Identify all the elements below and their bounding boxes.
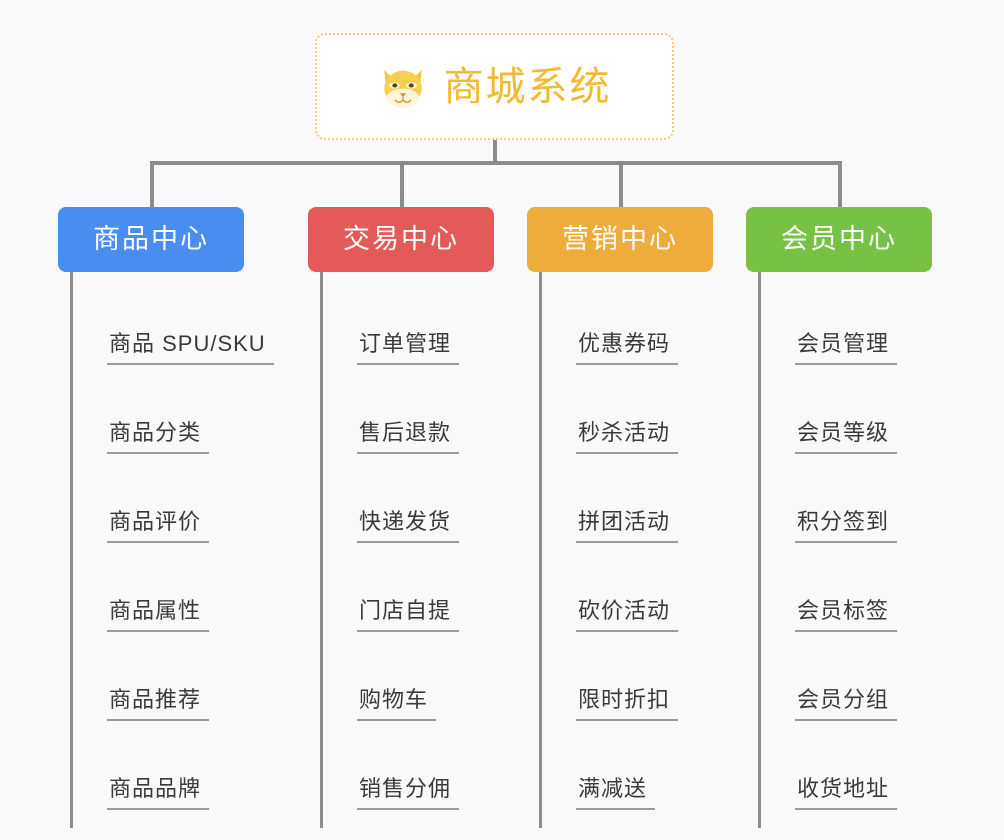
list-item[interactable]: 商品品牌 [73,721,278,810]
connector-drop-trade-center [400,161,404,207]
sub-item-label: 收货地址 [795,775,898,810]
sub-item-label: 商品推荐 [107,686,210,721]
sub-item-label: 售后退款 [357,419,460,454]
list-item[interactable]: 满减送 [542,721,747,810]
list-item[interactable]: 门店自提 [323,543,528,632]
column-marketing-center: 营销中心 优惠券码 秒杀活动 拼团活动 砍价活动 限时折扣 满减送 [527,207,747,828]
category-box-trade-center[interactable]: 交易中心 [308,207,494,272]
list-item[interactable]: 商品分类 [73,365,278,454]
category-box-member-center[interactable]: 会员中心 [746,207,932,272]
list-item[interactable]: 收货地址 [761,721,966,810]
sub-item-label: 商品 SPU/SKU [107,330,274,365]
list-item[interactable]: 会员标签 [761,543,966,632]
column-trade-center: 交易中心 订单管理 售后退款 快递发货 门店自提 购物车 销售分佣 [308,207,528,828]
list-item[interactable]: 会员管理 [761,276,966,365]
connector-drop-marketing-center [619,161,623,207]
list-item[interactable]: 商品 SPU/SKU [73,276,278,365]
list-item[interactable]: 商品属性 [73,543,278,632]
root-node[interactable]: 商城系统 [315,33,674,140]
sub-item-list-trade-center: 订单管理 售后退款 快递发货 门店自提 购物车 销售分佣 [320,272,528,828]
list-item[interactable]: 购物车 [323,632,528,721]
shiba-dog-face-icon [383,69,422,108]
sub-item-label: 秒杀活动 [576,419,679,454]
sub-item-label: 限时折扣 [576,686,679,721]
category-label-marketing-center: 营销中心 [562,224,678,254]
category-label-member-center: 会员中心 [781,224,897,254]
list-item[interactable]: 会员等级 [761,365,966,454]
sub-item-label: 会员等级 [795,419,898,454]
list-item[interactable]: 销售分佣 [323,721,528,810]
list-item[interactable]: 限时折扣 [542,632,747,721]
sub-item-label: 满减送 [576,775,656,810]
sub-item-label: 优惠券码 [576,330,679,365]
list-item[interactable]: 优惠券码 [542,276,747,365]
list-item[interactable]: 商品推荐 [73,632,278,721]
sub-item-label: 拼团活动 [576,508,679,543]
connector-drop-member-center [838,161,842,207]
list-item[interactable]: 订单管理 [323,276,528,365]
sub-item-label: 销售分佣 [357,775,460,810]
list-item[interactable]: 商品评价 [73,454,278,543]
sub-item-label: 快递发货 [357,508,460,543]
sub-item-label: 积分签到 [795,508,898,543]
sub-item-list-member-center: 会员管理 会员等级 积分签到 会员标签 会员分组 收货地址 [758,272,966,828]
connector-drop-product-center [150,161,154,207]
sub-item-label: 订单管理 [357,330,460,365]
list-item[interactable]: 售后退款 [323,365,528,454]
sub-item-label: 会员标签 [795,597,898,632]
list-item[interactable]: 砍价活动 [542,543,747,632]
sub-item-label: 购物车 [357,686,437,721]
column-product-center: 商品中心 商品 SPU/SKU 商品分类 商品评价 商品属性 商品推荐 商品品牌 [58,207,278,828]
root-title: 商城系统 [443,64,612,109]
sub-item-label: 会员管理 [795,330,898,365]
list-item[interactable]: 积分签到 [761,454,966,543]
sub-item-label: 商品分类 [107,419,210,454]
list-item[interactable]: 秒杀活动 [542,365,747,454]
sub-item-label: 商品品牌 [107,775,210,810]
list-item[interactable]: 会员分组 [761,632,966,721]
list-item[interactable]: 快递发货 [323,454,528,543]
category-label-product-center: 商品中心 [93,224,209,254]
connector-horizontal-bus [150,161,842,165]
category-box-product-center[interactable]: 商品中心 [58,207,244,272]
sub-item-label: 砍价活动 [576,597,679,632]
sub-item-list-marketing-center: 优惠券码 秒杀活动 拼团活动 砍价活动 限时折扣 满减送 [539,272,747,828]
category-box-marketing-center[interactable]: 营销中心 [527,207,713,272]
sub-item-label: 商品评价 [107,508,210,543]
sub-item-list-product-center: 商品 SPU/SKU 商品分类 商品评价 商品属性 商品推荐 商品品牌 [70,272,278,828]
list-item[interactable]: 拼团活动 [542,454,747,543]
sub-item-label: 门店自提 [357,597,460,632]
sub-item-label: 会员分组 [795,686,898,721]
connector-root-stem [493,140,497,165]
column-member-center: 会员中心 会员管理 会员等级 积分签到 会员标签 会员分组 收货地址 [746,207,966,828]
sub-item-label: 商品属性 [107,597,210,632]
category-label-trade-center: 交易中心 [343,224,459,254]
